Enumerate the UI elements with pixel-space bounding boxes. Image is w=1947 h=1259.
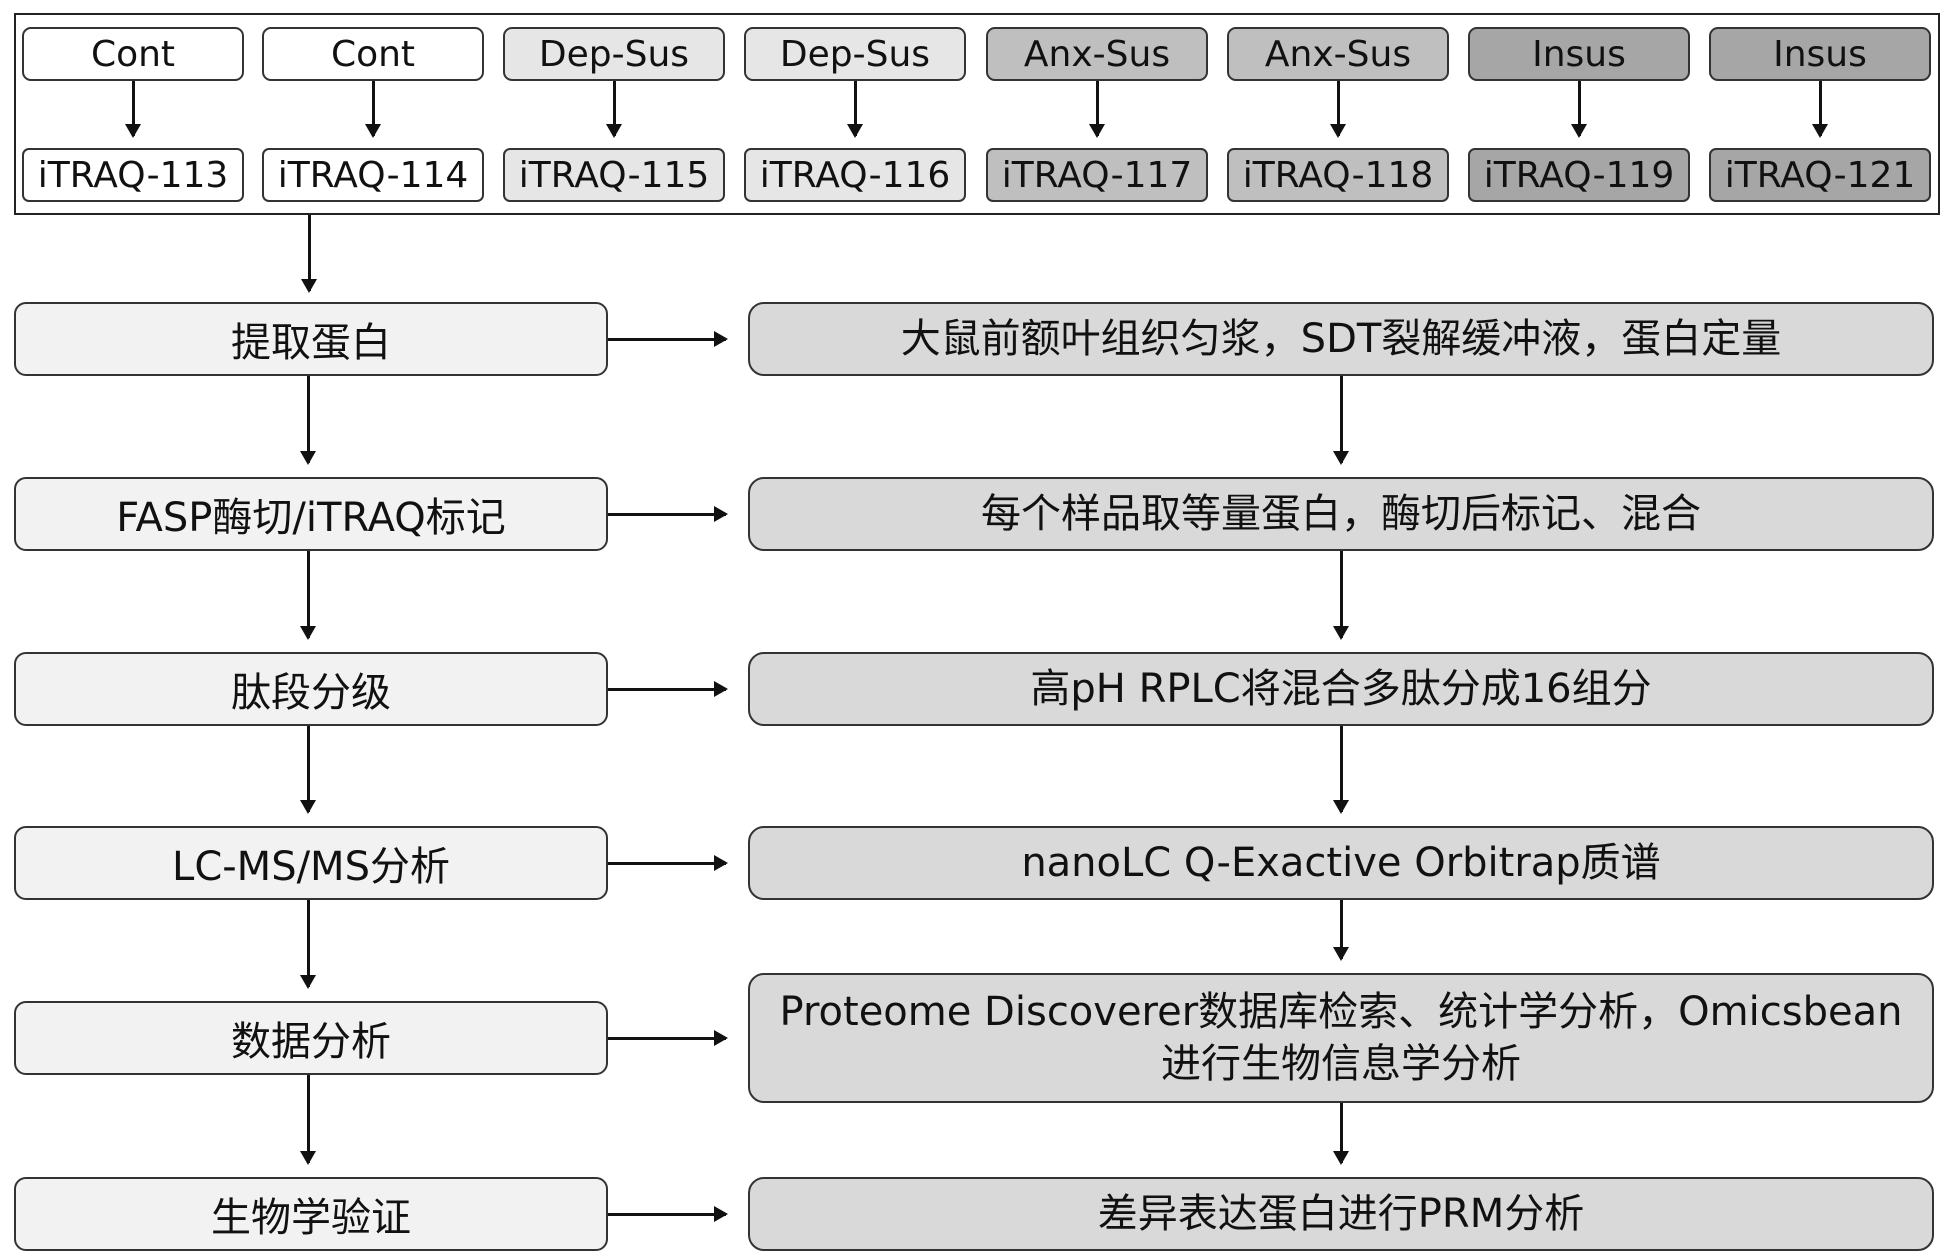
group-label-box: Dep-Sus bbox=[503, 27, 725, 81]
flow-step-box: 生物学验证 bbox=[14, 1177, 608, 1251]
detail-box: Proteome Discoverer数据库检索、统计学分析，Omicsbean… bbox=[748, 973, 1934, 1103]
itraq-tag-box: iTRAQ-118 bbox=[1227, 148, 1449, 202]
group-label-box: Cont bbox=[262, 27, 484, 81]
itraq-tag-box: iTRAQ-113 bbox=[22, 148, 244, 202]
detail-box: 高pH RPLC将混合多肽分成16组分 bbox=[748, 652, 1934, 726]
detail-down-arrow bbox=[1333, 726, 1349, 814]
detail-box: 大鼠前额叶组织匀浆，SDT裂解缓冲液，蛋白定量 bbox=[748, 302, 1934, 376]
step-down-arrow bbox=[300, 551, 316, 640]
detail-text-line: 差异表达蛋白进行PRM分析 bbox=[1097, 1191, 1585, 1237]
group-arrow bbox=[1089, 81, 1105, 138]
group-label-box: Cont bbox=[22, 27, 244, 81]
step-down-arrow bbox=[300, 1075, 316, 1165]
itraq-tag-box: iTRAQ-117 bbox=[986, 148, 1208, 202]
group-label-box: Insus bbox=[1709, 27, 1931, 81]
step-to-detail-arrow bbox=[608, 1030, 728, 1046]
step-to-detail-arrow bbox=[608, 681, 728, 697]
detail-down-arrow bbox=[1333, 1103, 1349, 1165]
group-label-box: Dep-Sus bbox=[744, 27, 966, 81]
group-arrow bbox=[365, 81, 381, 138]
step-to-detail-arrow bbox=[608, 506, 728, 522]
frame-to-step-arrow bbox=[301, 215, 317, 293]
flow-step-box: 提取蛋白 bbox=[14, 302, 608, 376]
itraq-tag-box: iTRAQ-121 bbox=[1709, 148, 1931, 202]
detail-box: nanoLC Q-Exactive Orbitrap质谱 bbox=[748, 826, 1934, 900]
step-to-detail-arrow bbox=[608, 855, 728, 871]
group-arrow bbox=[125, 81, 141, 138]
itraq-tag-box: iTRAQ-115 bbox=[503, 148, 725, 202]
detail-down-arrow bbox=[1333, 900, 1349, 961]
group-arrow bbox=[1812, 81, 1828, 138]
group-arrow bbox=[1571, 81, 1587, 138]
itraq-tag-box: iTRAQ-114 bbox=[262, 148, 484, 202]
flow-step-box: LC-MS/MS分析 bbox=[14, 826, 608, 900]
flow-step-box: 数据分析 bbox=[14, 1001, 608, 1075]
detail-text-line: 高pH RPLC将混合多肽分成16组分 bbox=[1030, 666, 1652, 712]
detail-text-line: 每个样品取等量蛋白，酶切后标记、混合 bbox=[981, 491, 1701, 537]
detail-down-arrow bbox=[1333, 376, 1349, 465]
detail-text-line: 进行生物信息学分析 bbox=[1161, 1041, 1521, 1087]
itraq-tag-box: iTRAQ-119 bbox=[1468, 148, 1690, 202]
detail-box: 差异表达蛋白进行PRM分析 bbox=[748, 1177, 1934, 1251]
step-down-arrow bbox=[300, 900, 316, 989]
detail-text-line: 大鼠前额叶组织匀浆，SDT裂解缓冲液，蛋白定量 bbox=[900, 316, 1782, 362]
detail-box: 每个样品取等量蛋白，酶切后标记、混合 bbox=[748, 477, 1934, 551]
step-to-detail-arrow bbox=[608, 1206, 728, 1222]
group-label-box: Insus bbox=[1468, 27, 1690, 81]
group-label-box: Anx-Sus bbox=[986, 27, 1208, 81]
flow-step-box: FASP酶切/iTRAQ标记 bbox=[14, 477, 608, 551]
group-arrow bbox=[1330, 81, 1346, 138]
step-down-arrow bbox=[300, 376, 316, 465]
step-down-arrow bbox=[300, 726, 316, 814]
group-arrow bbox=[847, 81, 863, 138]
detail-text-line: Proteome Discoverer数据库检索、统计学分析，Omicsbean bbox=[779, 989, 1903, 1035]
detail-text-line: nanoLC Q-Exactive Orbitrap质谱 bbox=[1021, 840, 1661, 886]
group-label-box: Anx-Sus bbox=[1227, 27, 1449, 81]
itraq-tag-box: iTRAQ-116 bbox=[744, 148, 966, 202]
detail-down-arrow bbox=[1333, 551, 1349, 640]
group-arrow bbox=[606, 81, 622, 138]
sample-groups-frame bbox=[14, 13, 1940, 215]
step-to-detail-arrow bbox=[608, 331, 728, 347]
flow-step-box: 肽段分级 bbox=[14, 652, 608, 726]
